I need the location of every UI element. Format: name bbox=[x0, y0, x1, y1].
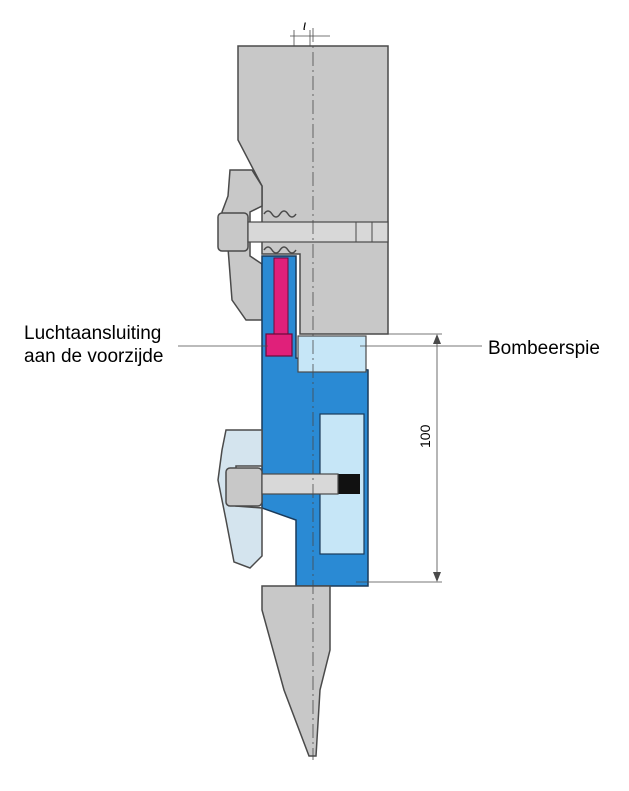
lower-bolt-shank bbox=[261, 473, 339, 495]
clamp-bolt-head bbox=[217, 212, 249, 252]
offset-label: ι bbox=[303, 17, 307, 33]
air-connection-label: Luchtaansluiting aan de voorzijde bbox=[24, 322, 163, 368]
lower-clamp bbox=[217, 429, 263, 569]
air-channel bbox=[273, 257, 289, 337]
spring-lower bbox=[263, 246, 297, 254]
air-fitting bbox=[265, 333, 293, 357]
air-connection-line1: Luchtaansluiting bbox=[24, 323, 162, 344]
crowning-wedge-label: Bombeerspie bbox=[488, 338, 600, 359]
spring-upper bbox=[263, 210, 297, 218]
dimension-label: 100 bbox=[417, 424, 433, 448]
lower-bolt-head bbox=[225, 467, 263, 507]
crowning-wedge bbox=[297, 335, 367, 373]
piston-rod bbox=[336, 474, 360, 494]
air-connection-line2: aan de voorzijde bbox=[24, 346, 164, 367]
clamp-bolt-shank bbox=[247, 221, 389, 243]
punch-tool bbox=[261, 585, 331, 757]
